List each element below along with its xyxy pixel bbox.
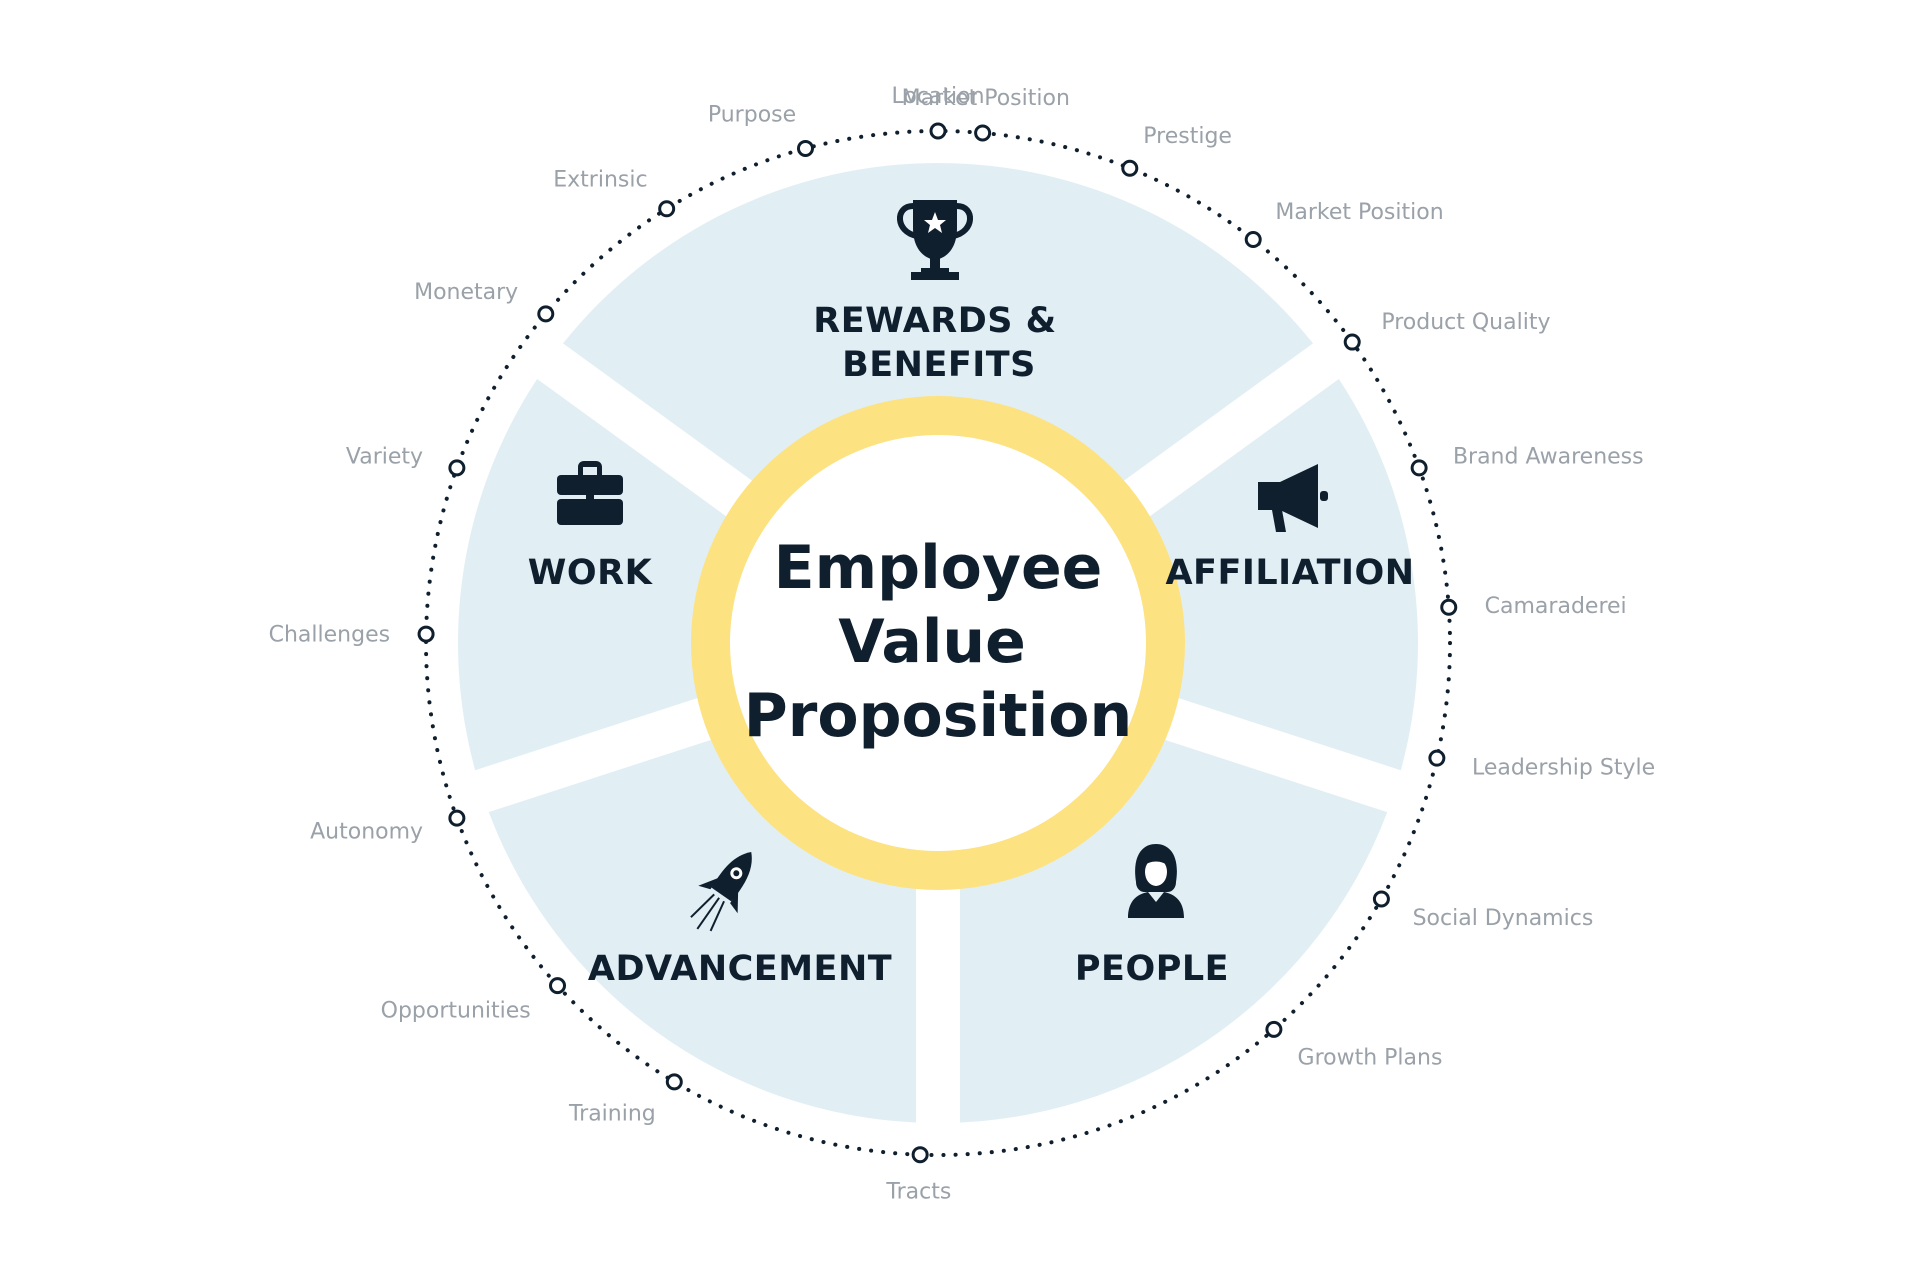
- outer-label: Challenges: [269, 622, 390, 647]
- outer-label: Tracts: [885, 1180, 951, 1205]
- megaphone-icon: [1258, 464, 1328, 532]
- outer-label: Social Dynamics: [1413, 906, 1594, 931]
- trophy-icon: [897, 200, 973, 280]
- rocket-icon: [690, 851, 752, 932]
- outer-label: Market Position: [1275, 200, 1443, 225]
- rewards-label-line-1: REWARDS &: [813, 301, 1056, 341]
- people-label: PEOPLE: [1075, 949, 1229, 989]
- ring-marker: [1410, 459, 1428, 477]
- ring-marker: [796, 139, 814, 157]
- ring-marker: [911, 1146, 929, 1164]
- outer-label: Opportunities: [381, 999, 531, 1024]
- ring-marker: [1372, 890, 1390, 908]
- work-label: WORK: [528, 553, 654, 593]
- ring-marker: [1343, 333, 1361, 351]
- outer-label: Monetary: [414, 280, 518, 305]
- outer-label: Brand Awareness: [1453, 445, 1644, 470]
- ring-marker: [658, 200, 676, 218]
- ring-marker: [1121, 159, 1139, 177]
- outer-dotted-ring: [424, 129, 1452, 1157]
- segment-rewards: [563, 163, 1313, 626]
- outer-label: Purpose: [708, 103, 796, 128]
- center-title-line-1: Employee: [774, 533, 1103, 603]
- ring-marker: [448, 459, 466, 477]
- outer-label: Growth Plans: [1298, 1046, 1443, 1071]
- ring-marker: [1244, 231, 1262, 249]
- outer-label: Leadership Style: [1472, 755, 1655, 780]
- outer-label: Prestige: [1143, 124, 1232, 149]
- affiliation-label: AFFILIATION: [1165, 553, 1414, 593]
- advancement-label: ADVANCEMENT: [588, 949, 892, 989]
- ring-marker: [417, 625, 435, 643]
- outer-label: Extrinsic: [553, 167, 647, 192]
- outer-label: Market Position: [902, 86, 1070, 111]
- outer-label: Autonomy: [310, 819, 423, 844]
- ring-marker: [448, 809, 466, 827]
- ring-marker: [929, 122, 947, 140]
- ring-marker: [549, 977, 567, 995]
- person-icon: [1128, 844, 1184, 918]
- rewards-label-line-2: BENEFITS: [842, 345, 1036, 385]
- ring-marker: [537, 305, 555, 323]
- outer-label: Location: [891, 84, 984, 109]
- ring-marker: [974, 124, 992, 142]
- ring-marker: [665, 1073, 683, 1091]
- outer-label: Camaraderei: [1485, 594, 1627, 619]
- outer-label: Variety: [346, 445, 423, 470]
- outer-label: Training: [568, 1102, 656, 1127]
- outer-label: Product Quality: [1381, 310, 1550, 335]
- center-title-line-3: Proposition: [744, 681, 1132, 751]
- briefcase-icon: [557, 461, 623, 525]
- center-disc: [730, 435, 1146, 851]
- ring-marker: [1265, 1020, 1283, 1038]
- center-title-line-2: Value: [838, 607, 1026, 677]
- ring-marker: [1440, 598, 1458, 616]
- ring-marker: [1428, 749, 1446, 767]
